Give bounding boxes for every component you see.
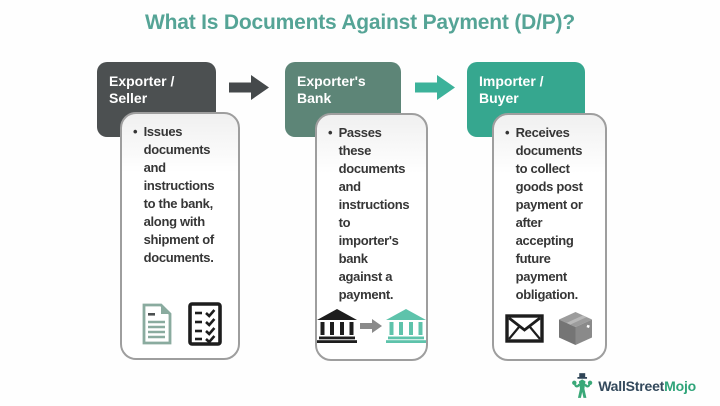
card-exporters-bank: • Passes these documents and instruction… [315, 113, 428, 361]
bank-teal-icon [386, 309, 426, 343]
card-text: Passes these documents and instructions … [338, 125, 410, 302]
bullet-marker: • [328, 125, 333, 140]
document-icon [138, 302, 175, 346]
card-bullet-item: • Receives documents to collect goods po… [505, 124, 603, 304]
brand-text: WallStreetMojo [598, 378, 696, 394]
bullet-marker: • [133, 124, 138, 139]
checklist-icon [188, 302, 222, 346]
card-text: Receives documents to collect goods post… [515, 125, 583, 302]
card-bullet-item: • Passes these documents and instruction… [328, 124, 424, 304]
card-importer-buyer: • Receives documents to collect goods po… [492, 113, 607, 361]
brand-wallstreet: WallStreet [598, 378, 665, 394]
card-exporter-seller: • Issues documents and instructions to t… [120, 112, 240, 360]
card-bullet-item: • Issues documents and instructions to t… [133, 123, 236, 267]
card-icons-row [122, 302, 238, 346]
card-text: Issues documents and instructions to the… [143, 124, 215, 265]
bank-dark-icon [317, 309, 357, 343]
brand-mojo: Mojo [664, 378, 696, 394]
card-icons-row [317, 309, 426, 343]
package-icon [557, 310, 594, 347]
flow-arrow-teal-icon [415, 74, 456, 101]
wallstreetmojo-logo: WallStreetMojo [571, 373, 696, 399]
envelope-icon [505, 314, 544, 343]
wallstreetmojo-mascot-icon [571, 373, 593, 399]
arrow-right-icon [360, 318, 383, 334]
flow-arrow-dark-icon [229, 74, 270, 101]
card-icons-row [494, 310, 605, 347]
page-title: What Is Documents Against Payment (D/P)? [145, 11, 575, 34]
bullet-marker: • [505, 125, 510, 140]
